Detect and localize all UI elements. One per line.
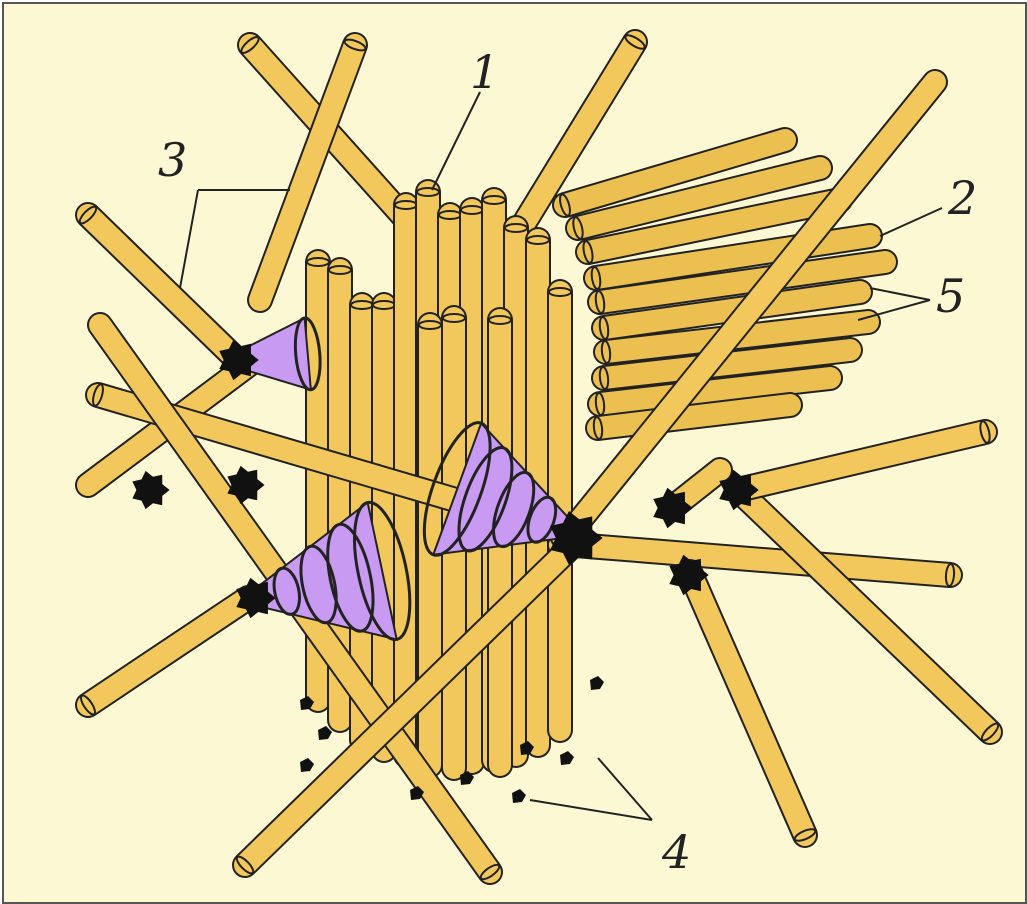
fiber-front-4 [738, 490, 1001, 743]
debris-3 [300, 758, 314, 772]
spot-2 [132, 471, 169, 509]
fiber-front-2 [79, 598, 248, 716]
label-3: 3 [158, 133, 187, 187]
leader-line-1 [432, 92, 480, 190]
debris-8 [590, 676, 604, 690]
leader-line-2 [880, 208, 942, 236]
fiber-front-3 [690, 572, 817, 843]
label-5: 5 [936, 269, 965, 323]
fiber-cross-4 [575, 545, 955, 586]
label-1: 1 [470, 45, 499, 99]
fiber-front-5 [738, 420, 991, 490]
label-4: 4 [661, 825, 691, 879]
label-2: 2 [947, 171, 977, 225]
debris-7 [560, 751, 574, 765]
leader-line-4 [530, 758, 652, 820]
debris-9 [512, 789, 526, 803]
